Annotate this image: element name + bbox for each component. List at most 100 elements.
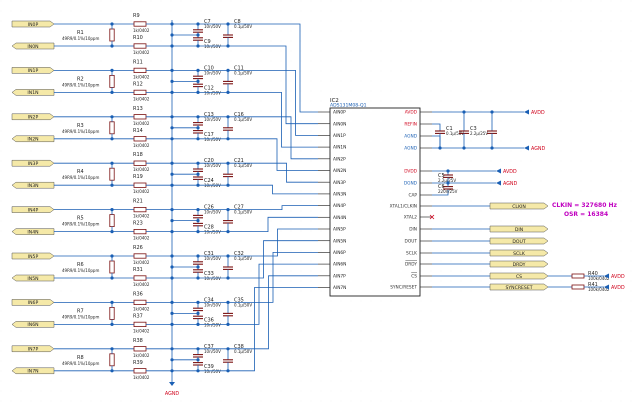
junction-dot (196, 347, 200, 351)
junction-dot (110, 22, 114, 26)
junction-dot (110, 115, 114, 119)
port-drdy[interactable]: DRDY (489, 260, 549, 268)
pullup-value: 100k/0402 (588, 287, 610, 292)
port-clkin[interactable]: CLKIN (489, 202, 549, 210)
pullup-value: 100k/0402 (588, 276, 610, 281)
junction-dot (226, 137, 230, 141)
port-din-label: DIN (515, 227, 523, 233)
port-in5p[interactable]: IN5P (11, 252, 55, 260)
ic-pin-ain5p: AIN5P (333, 227, 346, 233)
wire (228, 275, 318, 350)
rn-ref: R31 (133, 267, 143, 273)
junction-dot (110, 208, 114, 212)
port-sclk[interactable]: SCLK (489, 249, 549, 257)
cd-ref: C21 (234, 158, 244, 164)
cp-ref: C26 (204, 205, 214, 211)
no-connect-mark (429, 214, 435, 220)
port-in2n[interactable]: IN2N (11, 135, 55, 143)
ic-pin-xtal2: XTAL2 (404, 215, 417, 221)
ic-pin-sclk: SCLK (406, 251, 417, 257)
port-in4n-label: IN4N (27, 229, 38, 235)
rn-ref: R23 (133, 221, 143, 227)
cn-ref: C12 (204, 85, 214, 91)
junction-dot (226, 276, 230, 280)
junction-dot (196, 265, 200, 269)
ic-pin-ain5n: AIN5N (333, 238, 346, 244)
port-in2n-label: IN2N (27, 137, 38, 143)
rp-value: 1k/0402 (133, 214, 150, 219)
port-in6n[interactable]: IN6N (11, 321, 55, 328)
port-in5p-label: IN5P (28, 254, 39, 260)
avdd-net-arrow (524, 109, 529, 115)
ic-pin-ain2n: AIN2N (333, 168, 346, 174)
rdiff-value: 49R9/0.1%/10ppm (62, 222, 99, 227)
port-syncreset[interactable]: SYNCRESET (489, 283, 549, 291)
rdiff-ref: R3 (77, 123, 84, 129)
digital-interface: CLKINDINDOUTSCLKDRDYCSSYNCRESETR40100k/0… (429, 202, 625, 292)
port-in1p[interactable]: IN1P (11, 67, 55, 74)
junction-dot (196, 369, 200, 373)
port-in4p[interactable]: IN4P (11, 206, 55, 214)
ic-pin-dout: DOUT (405, 239, 418, 245)
port-in1n-shape (11, 89, 55, 96)
channel-3: IN3PIN3NR449R9/0.1%/10ppmR181k/0402R191k… (11, 152, 318, 195)
junction-dot (490, 110, 494, 114)
port-in7p[interactable]: IN7P (11, 345, 55, 353)
pullup-net: AVDD (604, 284, 625, 291)
port-in6p[interactable]: IN6P (11, 299, 55, 306)
port-in6p-shape (11, 299, 55, 306)
cp-ref: C7 (204, 19, 211, 25)
port-in4n[interactable]: IN4N (11, 228, 55, 236)
port-dout[interactable]: DOUT (489, 237, 549, 245)
rn-value: 1k/0402 (133, 50, 150, 55)
cn-value: 10n/50V (204, 230, 221, 235)
rn-value: 1k/0402 (133, 375, 150, 380)
port-in0p[interactable]: IN0P (11, 20, 55, 28)
port-in1n[interactable]: IN1N (11, 89, 55, 96)
cn-ref: C28 (204, 225, 214, 231)
cp-value: 10n/50V (204, 117, 221, 122)
port-in7n[interactable]: IN7N (11, 367, 55, 375)
rn-value: 1k/0402 (133, 143, 150, 148)
junction-dot (438, 146, 442, 150)
rn-value: 1k/0402 (133, 328, 150, 333)
rp-ref: R9 (133, 13, 140, 19)
wire (432, 135, 441, 148)
junction-dot (110, 300, 114, 304)
avdd-net: AVDD (524, 109, 545, 116)
junction-dot (110, 347, 114, 351)
pullup-resistor (571, 284, 585, 290)
port-syncreset-label: SYNCRESET (505, 285, 532, 291)
rn-ref: R39 (133, 360, 143, 366)
port-in0n[interactable]: IN0N (11, 42, 55, 50)
port-in3n[interactable]: IN3N (11, 181, 55, 189)
junction-dot (226, 44, 230, 48)
wire (228, 251, 318, 303)
cd-value: 0.1µ/50V (234, 24, 252, 29)
port-in3p[interactable]: IN3P (11, 159, 55, 167)
adc-ic[interactable]: IC2ADS131M08-Q1AIN0PAIN0NAIN1PAIN1NAIN2P… (318, 98, 432, 297)
channel-1: IN1PIN1NR249R9/0.1%/10ppmR111k/0402R121k… (11, 59, 318, 148)
rn-value: 1k/0402 (133, 282, 150, 287)
cp-value: 10n/50V (204, 256, 221, 261)
port-in5n[interactable]: IN5N (11, 274, 55, 282)
cn-value: 10n/50V (204, 369, 221, 374)
junction-dot (110, 230, 114, 234)
c3-value: 2.2µ/25V (470, 131, 488, 136)
ic-pin-ain3p: AIN3P (333, 180, 346, 186)
junction-dot (462, 146, 466, 150)
cd-value: 0.1µ/50V (234, 256, 252, 261)
rp-ref: R21 (133, 199, 143, 205)
port-in2n-shape (11, 135, 55, 143)
wire (228, 162, 318, 183)
port-din[interactable]: DIN (489, 225, 549, 233)
junction-dot (490, 146, 494, 150)
cp-ref: C31 (204, 251, 214, 257)
ic-pin-ain2p: AIN2P (333, 156, 346, 162)
rp-ref: R26 (133, 245, 143, 251)
port-in2p[interactable]: IN2P (11, 113, 55, 121)
rdiff-value: 49R9/0.1%/10ppm (62, 36, 99, 41)
port-cs[interactable]: CS (489, 272, 549, 280)
cp-value: 10n/50V (204, 302, 221, 307)
rdiff-ref: R8 (77, 355, 84, 361)
